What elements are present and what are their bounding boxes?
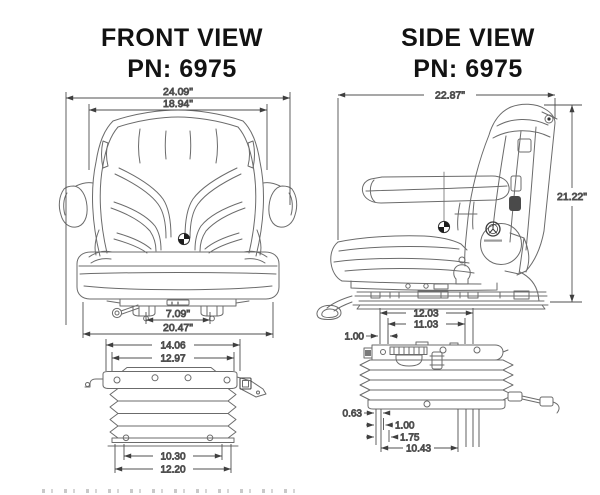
- svg-text:1.00: 1.00: [395, 421, 415, 432]
- side-suspension-base-plate: [367, 399, 506, 410]
- svg-text:22.87": 22.87": [435, 90, 465, 102]
- dim-side-overall-depth: 22.87": [337, 89, 556, 240]
- svg-text:20.47": 20.47": [163, 322, 193, 334]
- svg-text:12.97: 12.97: [160, 354, 185, 365]
- dim-side-overall-height: 21.22": [544, 104, 588, 303]
- svg-text:18.94": 18.94": [163, 98, 193, 110]
- side-suspension-top-plate: [363, 341, 509, 370]
- svg-text:1.75: 1.75: [400, 433, 420, 444]
- dim-front-base-width: 20.47": [82, 302, 274, 338]
- side-view-seat-drawing: [316, 103, 558, 320]
- front-suspension-top-plate: [84, 367, 267, 398]
- svg-text:7.09": 7.09": [166, 308, 190, 320]
- dim-front-susp-top-outer: 14.06: [105, 339, 241, 371]
- dim-front-mount-spacing: 7.09": [145, 308, 211, 324]
- side-suspension-connector: [507, 391, 560, 414]
- dim-front-overall-width: 24.09": [65, 86, 291, 325]
- titles: FRONT VIEW PN: 6975 SIDE VIEW PN: 6975: [101, 24, 535, 83]
- dim-side-susp-top-inner: 11.03: [387, 318, 466, 344]
- side-seat-armrest: [361, 175, 510, 231]
- side-seat-recliner: [480, 223, 540, 302]
- side-seat-base: [350, 256, 549, 310]
- side-suspension-drawing: [359, 341, 560, 414]
- center-of-gravity-icon: [177, 232, 191, 246]
- side-view-dimensions: 22.87" 21.22": [337, 89, 588, 303]
- front-suspension-drawing: [84, 367, 267, 447]
- dim-side-susp-bottom-offsets: 0.63 1.00 1.75: [342, 408, 480, 452]
- svg-text:21.22": 21.22": [557, 191, 587, 203]
- dim-side-susp-bottom-width: 10.43: [380, 443, 459, 455]
- svg-text:1.00: 1.00: [345, 332, 365, 343]
- svg-text:12.03: 12.03: [413, 309, 438, 320]
- dim-front-susp-top-inner: 12.97: [111, 352, 235, 371]
- side-suspension-bellows: [359, 359, 514, 401]
- front-view-seat-drawing: [58, 109, 298, 322]
- side-seat-handle: [316, 295, 353, 320]
- svg-text:12.20: 12.20: [160, 465, 185, 476]
- front-seat-cushion: [76, 250, 280, 300]
- center-of-gravity-icon-side: [437, 171, 451, 234]
- cut-off-caption-fragment: [42, 489, 302, 493]
- side-view-part-number: PN: 6975: [413, 55, 523, 83]
- dim-front-backrest-width: 18.94": [88, 98, 268, 170]
- dim-front-susp-bottom-inner: 10.30: [123, 444, 223, 463]
- front-view-part-number: PN: 6975: [127, 55, 237, 83]
- front-view-title: FRONT VIEW: [101, 24, 263, 52]
- side-seat-cushion: [330, 235, 482, 285]
- brand-badge-icon: [484, 221, 502, 242]
- front-suspension-base-plate: [107, 434, 239, 447]
- svg-text:0.63: 0.63: [343, 409, 363, 420]
- front-suspension-bellows: [109, 388, 237, 439]
- side-seat-backrest: [464, 103, 558, 276]
- side-view-title: SIDE VIEW: [401, 24, 535, 52]
- dim-front-susp-bottom-outer: 12.20: [114, 444, 232, 476]
- dim-side-susp-top-outer: 12.03: [379, 308, 474, 344]
- front-view-dimensions: 24.09" 18.94" 7.09" 20.47": [65, 86, 291, 338]
- svg-text:11.03: 11.03: [414, 320, 439, 331]
- svg-text:14.06: 14.06: [160, 341, 185, 352]
- svg-text:24.09": 24.09": [163, 86, 193, 98]
- front-seat-armrest-left: [58, 182, 94, 228]
- svg-text:10.30: 10.30: [160, 452, 185, 463]
- front-seat-armrest-right: [262, 182, 298, 228]
- svg-text:10.43: 10.43: [406, 444, 431, 455]
- dim-side-susp-top-offset: 1.00: [344, 330, 398, 344]
- side-suspension-dimensions: 12.03 11.03 1.00 0.63 1.00 1.75: [342, 308, 480, 455]
- front-suspension-dimensions: 14.06 12.97 10.30 12.20: [105, 339, 241, 476]
- front-seat-backrest: [92, 109, 264, 257]
